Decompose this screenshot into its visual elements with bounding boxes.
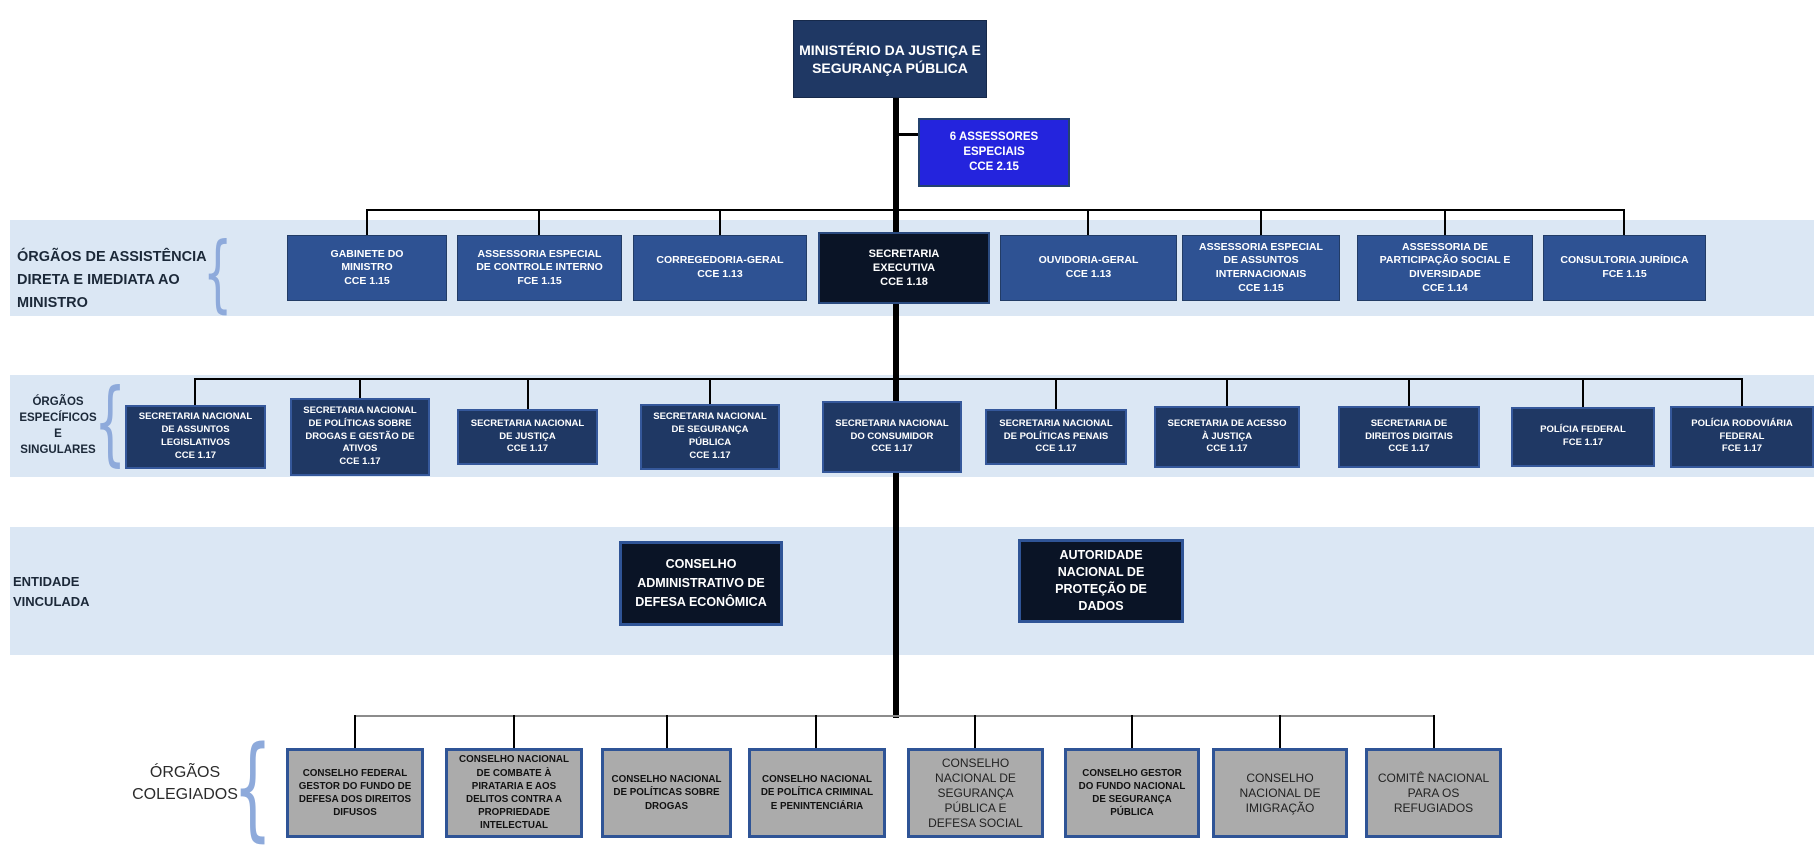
row4-drop xyxy=(1131,715,1133,750)
assessores-stub-line xyxy=(899,133,918,136)
section-label-entidade: ENTIDADE VINCULADA xyxy=(13,574,90,609)
row2-drop xyxy=(1055,378,1057,412)
node-conselho-seguranca-defesa-social: CONSELHO NACIONAL DE SEGURANÇA PÚBLICA E… xyxy=(907,748,1044,838)
node-sec-consumidor: SECRETARIA NACIONAL DO CONSUMIDOR CCE 1.… xyxy=(822,401,962,473)
row1-connector xyxy=(366,209,1625,211)
node-secretaria-executiva: SECRETARIA EXECUTIVA CCE 1.18 xyxy=(818,232,990,304)
band-entidade xyxy=(10,527,1814,655)
section-label-assistencia: ÓRGÃOS DE ASSISTÊNCIA DIRETA E IMEDIATA … xyxy=(17,249,207,311)
node-assessoria-participacao-social: ASSESSORIA DE PARTICIPAÇÃO SOCIAL E DIVE… xyxy=(1357,235,1533,301)
node-assessores-especiais: 6 ASSESSORES ESPECIAIS CCE 2.15 xyxy=(918,118,1070,187)
row2-drop xyxy=(1741,378,1743,412)
row1-drop xyxy=(719,209,721,237)
node-ouvidoria-geral: OUVIDORIA-GERAL CCE 1.13 xyxy=(1000,235,1177,301)
row1-drop xyxy=(366,209,368,237)
section-brace-icon: { xyxy=(233,723,273,848)
row1-drop xyxy=(1260,209,1262,237)
row1-drop xyxy=(538,209,540,237)
row2-drop xyxy=(527,378,529,412)
node-corregedoria-geral: CORREGEDORIA-GERAL CCE 1.13 xyxy=(633,235,807,301)
row4-drop xyxy=(1433,715,1435,750)
row2-drop xyxy=(1226,378,1228,412)
node-sec-justica: SECRETARIA NACIONAL DE JUSTIÇA CCE 1.17 xyxy=(457,409,598,465)
node-policia-federal: POLÍCIA FEDERAL FCE 1.17 xyxy=(1511,407,1655,467)
section-label-especificos: ÓRGÃOS ESPECÍFICOS E SINGULARES xyxy=(19,396,97,456)
node-conselho-politica-criminal: CONSELHO NACIONAL DE POLÍTICA CRIMINAL E… xyxy=(748,748,886,838)
node-conselho-fundo-direitos-difusos: CONSELHO FEDERAL GESTOR DO FUNDO DE DEFE… xyxy=(286,748,424,838)
node-cade: CONSELHO ADMINISTRATIVO DE DEFESA ECONÔM… xyxy=(619,541,783,626)
node-assessoria-assuntos-internacionais: ASSESSORIA ESPECIAL DE ASSUNTOS INTERNAC… xyxy=(1182,235,1340,301)
row4-drop xyxy=(815,715,817,750)
node-sec-seguranca-publica: SECRETARIA NACIONAL DE SEGURANÇA PÚBLICA… xyxy=(640,404,780,470)
row2-drop xyxy=(1408,378,1410,412)
node-policia-rodoviaria-federal: POLÍCIA RODOVIÁRIA FEDERAL FCE 1.17 xyxy=(1670,406,1814,468)
section-brace-icon: { xyxy=(94,369,127,476)
node-comite-refugiados: COMITÊ NACIONAL PARA OS REFUGIADOS xyxy=(1365,748,1502,838)
row1-drop xyxy=(1444,209,1446,237)
node-ministerio-justica: MINISTÉRIO DA JUSTIÇA E SEGURANÇA PÚBLIC… xyxy=(793,20,987,98)
row4-drop xyxy=(666,715,668,750)
row1-drop xyxy=(1087,209,1089,237)
node-conselho-combate-pirataria: CONSELHO NACIONAL DE COMBATE À PIRATARIA… xyxy=(445,748,583,838)
node-conselho-imigracao: CONSELHO NACIONAL DE IMIGRAÇÃO xyxy=(1212,748,1348,838)
row2-drop xyxy=(1582,378,1584,412)
row1-drop xyxy=(1623,209,1625,237)
node-assessoria-controle-interno: ASSESSORIA ESPECIAL DE CONTROLE INTERNO … xyxy=(457,235,622,301)
node-sec-politicas-penais: SECRETARIA NACIONAL DE POLÍTICAS PENAIS … xyxy=(985,409,1127,465)
row2-connector xyxy=(194,378,1742,380)
node-sec-assuntos-legislativos: SECRETARIA NACIONAL DE ASSUNTOS LEGISLAT… xyxy=(125,405,266,469)
node-sec-direitos-digitais: SECRETARIA DE DIREITOS DIGITAIS CCE 1.17 xyxy=(1338,406,1480,468)
row4-drop xyxy=(1279,715,1281,750)
row4-connector xyxy=(354,715,1434,717)
row4-drop xyxy=(974,715,976,750)
row4-drop xyxy=(513,715,515,750)
section-brace-icon: { xyxy=(203,224,233,322)
node-anpd: AUTORIDADE NACIONAL DE PROTEÇÃO DE DADOS xyxy=(1018,539,1184,623)
node-consultoria-juridica: CONSULTORIA JURÍDICA FCE 1.15 xyxy=(1543,235,1706,301)
row4-drop xyxy=(354,715,356,750)
node-sec-acesso-justica: SECRETARIA DE ACESSO À JUSTIÇA CCE 1.17 xyxy=(1154,406,1300,468)
row2-drop xyxy=(359,378,361,412)
row2-drop xyxy=(194,378,196,412)
node-conselho-politicas-drogas: CONSELHO NACIONAL DE POLÍTICAS SOBRE DRO… xyxy=(601,748,732,838)
row2-drop xyxy=(709,378,711,412)
node-gabinete-ministro: GABINETE DO MINISTRO CCE 1.15 xyxy=(287,235,447,301)
node-conselho-fundo-seguranca: CONSELHO GESTOR DO FUNDO NACIONAL DE SEG… xyxy=(1064,748,1200,838)
node-sec-politicas-drogas-ativos: SECRETARIA NACIONAL DE POLÍTICAS SOBRE D… xyxy=(290,398,430,476)
section-label-colegiados: ÓRGÃOS COLEGIADOS xyxy=(132,764,238,803)
